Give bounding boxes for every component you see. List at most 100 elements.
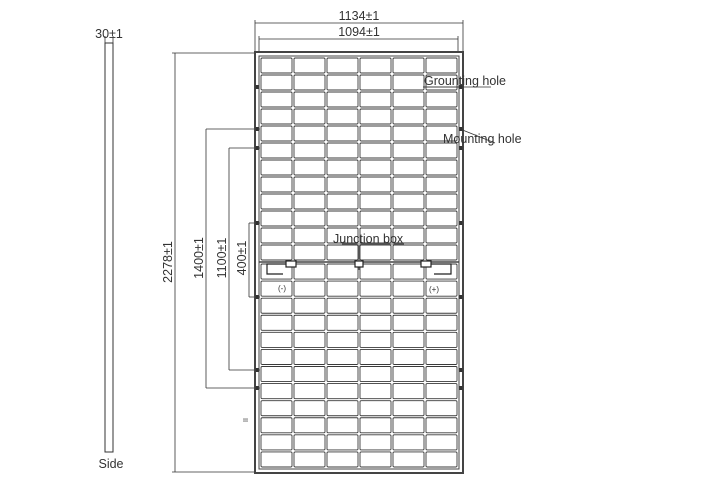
- solar-cell: [326, 193, 359, 210]
- solar-cell: [326, 108, 359, 125]
- solar-cell: [425, 176, 458, 193]
- solar-cell: [260, 451, 293, 468]
- solar-cell: [392, 57, 425, 74]
- solar-cell: [293, 142, 326, 159]
- side-view: [104, 36, 114, 453]
- solar-cell: [326, 210, 359, 227]
- solar-cell: [392, 210, 425, 227]
- solar-cell: [359, 400, 392, 417]
- solar-cell: [293, 331, 326, 348]
- negative-cable: [266, 263, 291, 275]
- solar-cell: [359, 125, 392, 142]
- solar-cell: [260, 108, 293, 125]
- junction-box-center: [354, 260, 364, 268]
- solar-cell: [392, 366, 425, 383]
- solar-cell: [425, 314, 458, 331]
- solar-cell: [392, 434, 425, 451]
- solar-cell: [392, 125, 425, 142]
- solar-cell: [326, 280, 359, 297]
- solar-cell: [260, 383, 293, 400]
- solar-cell: [326, 400, 359, 417]
- solar-cell: [260, 417, 293, 434]
- solar-cell: [326, 297, 359, 314]
- solar-cell: [326, 366, 359, 383]
- mount-inner-dim: 400±1: [235, 241, 249, 276]
- solar-cell: [326, 176, 359, 193]
- width-dimensions: [254, 20, 464, 52]
- mount-middle-dim: 1100±1: [215, 238, 229, 279]
- solar-cell: [293, 91, 326, 108]
- solar-cell: [326, 383, 359, 400]
- positive-cable: [425, 263, 452, 275]
- solar-cell: [392, 400, 425, 417]
- solar-cell: [392, 244, 425, 261]
- solar-cell: [260, 142, 293, 159]
- solar-cell: [260, 193, 293, 210]
- solar-cell: [260, 331, 293, 348]
- junction-box-positive: [420, 260, 432, 268]
- solar-cell: [425, 434, 458, 451]
- side-thickness-dim: 30±1: [95, 27, 123, 41]
- mount-hole: [459, 386, 463, 390]
- solar-cell: [359, 108, 392, 125]
- solar-cell: [392, 74, 425, 91]
- solar-cell: [359, 314, 392, 331]
- panel-outer-frame: [254, 51, 464, 474]
- solar-cell: [392, 280, 425, 297]
- solar-cell: [293, 451, 326, 468]
- solar-cell: [425, 125, 458, 142]
- mount-hole: [459, 295, 463, 299]
- solar-cell: [260, 348, 293, 365]
- side-label: Side: [98, 457, 123, 471]
- junction-box-negative: [285, 260, 297, 268]
- solar-cell: [326, 314, 359, 331]
- positive-polarity-label: (+): [429, 285, 439, 294]
- mount-hole: [255, 221, 259, 225]
- callout-lines: [342, 86, 496, 245]
- solar-cell: [359, 297, 392, 314]
- solar-cell: [359, 176, 392, 193]
- solar-cell: [359, 244, 392, 261]
- mount-hole: [459, 368, 463, 372]
- solar-cell: [293, 125, 326, 142]
- solar-cell: [359, 57, 392, 74]
- solar-cell: [260, 400, 293, 417]
- solar-cell: [425, 227, 458, 244]
- panel-front-view: [254, 51, 464, 474]
- solar-cell: [359, 451, 392, 468]
- solar-cell: [260, 74, 293, 91]
- solar-cell: [326, 417, 359, 434]
- solar-cell: [425, 280, 458, 297]
- solar-cell: [326, 74, 359, 91]
- solar-cell: [326, 348, 359, 365]
- solar-cell: [260, 297, 293, 314]
- solar-cell: [425, 91, 458, 108]
- solar-cell: [326, 331, 359, 348]
- length-dimensions: [172, 52, 260, 473]
- solar-cell: [425, 210, 458, 227]
- mounting-hole-label: Mounting hole: [443, 132, 522, 146]
- solar-cell: [392, 108, 425, 125]
- solar-cell: [326, 434, 359, 451]
- solar-cell: [293, 57, 326, 74]
- solar-cell: [260, 125, 293, 142]
- solar-cell: [293, 400, 326, 417]
- solar-cell: [392, 193, 425, 210]
- solar-cell: [260, 280, 293, 297]
- mount-hole: [255, 85, 259, 89]
- solar-cell: [293, 227, 326, 244]
- solar-cell: [425, 297, 458, 314]
- solar-cell: [293, 176, 326, 193]
- solar-cell: [392, 263, 425, 280]
- solar-cell: [392, 314, 425, 331]
- junction-box-group: [266, 260, 452, 275]
- overall-length-dim: 2278±1: [161, 241, 175, 283]
- solar-cell: [326, 244, 359, 261]
- mount-hole: [459, 221, 463, 225]
- mount-hole: [255, 146, 259, 150]
- mount-hole: [255, 368, 259, 372]
- solar-cell: [392, 331, 425, 348]
- solar-cell: [326, 159, 359, 176]
- solar-cell: [359, 142, 392, 159]
- mount-hole: [255, 127, 259, 131]
